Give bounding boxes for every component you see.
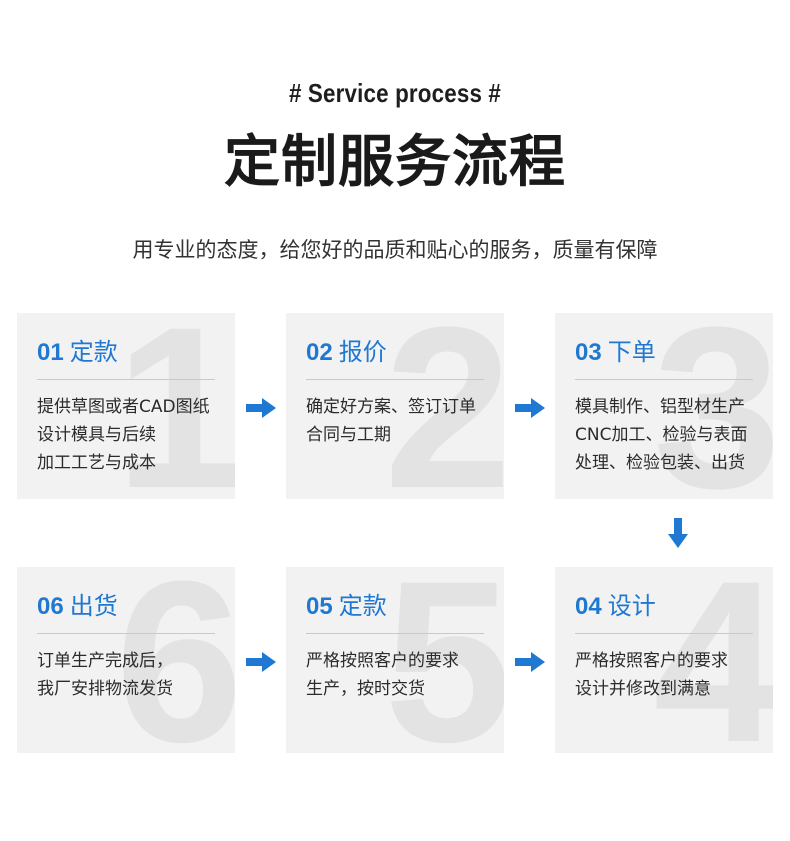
step-divider [575,379,753,380]
step-divider [37,633,215,634]
step-divider [306,379,484,380]
arrow-right-icon [515,652,545,672]
step-number: 01 [37,339,64,366]
step-description-line: 生产，按时交货 [306,679,425,699]
step-title: 定款 [69,338,118,366]
step-description: 严格按照客户的要求 生产，按时交货 [306,647,496,703]
step-divider [37,379,215,380]
step-description-line: 提供草图或者CAD图纸 [37,397,210,417]
step-description-line: 我厂安排物流发货 [37,679,173,699]
arrow-right-icon [246,652,276,672]
step-description-line: CNC加工、检验与表面 [575,425,748,445]
step-description-line: 模具制作、铝型材生产 [575,397,745,417]
step-description-line: 确定好方案、签订订单 [306,397,476,417]
eyebrow-heading: # Service process # [288,78,502,108]
step-description-line: 严格按照客户的要求 [306,651,459,671]
step-number: 04 [575,593,602,620]
step-description-line: 合同与工期 [306,425,391,445]
step-description-line: 订单生产完成后， [37,651,173,671]
step-number: 02 [306,339,333,366]
arrow-right-icon [246,398,276,418]
step-description-line: 处理、检验包装、出货 [575,453,745,473]
step-description-line: 设计并修改到满意 [575,679,711,699]
step-title: 出货 [69,592,118,620]
step-description: 严格按照客户的要求 设计并修改到满意 [575,647,765,703]
step-description: 确定好方案、签订订单 合同与工期 [306,393,496,449]
step-divider [575,633,753,634]
step-number: 03 [575,339,602,366]
arrow-right-icon [515,398,545,418]
step-title: 下单 [607,338,656,366]
step-description-line: 加工工艺与成本 [37,453,156,473]
arrow-down-icon [668,518,688,548]
step-description: 模具制作、铝型材生产 CNC加工、检验与表面 处理、检验包装、出货 [575,393,765,477]
step-description-line: 设计模具与后续 [37,425,156,445]
step-title: 定款 [338,592,387,620]
step-title: 设计 [607,592,656,620]
step-description-line: 严格按照客户的要求 [575,651,728,671]
step-number: 06 [37,593,64,620]
page-subtitle: 用专业的态度，给您好的品质和贴心的服务，质量有保障 [132,238,658,262]
step-number: 05 [306,593,333,620]
step-description: 提供草图或者CAD图纸 设计模具与后续 加工工艺与成本 [37,393,227,477]
step-description: 订单生产完成后， 我厂安排物流发货 [37,647,227,703]
page-title: 定制服务流程 [224,130,566,195]
step-title: 报价 [338,338,387,366]
step-divider [306,633,484,634]
